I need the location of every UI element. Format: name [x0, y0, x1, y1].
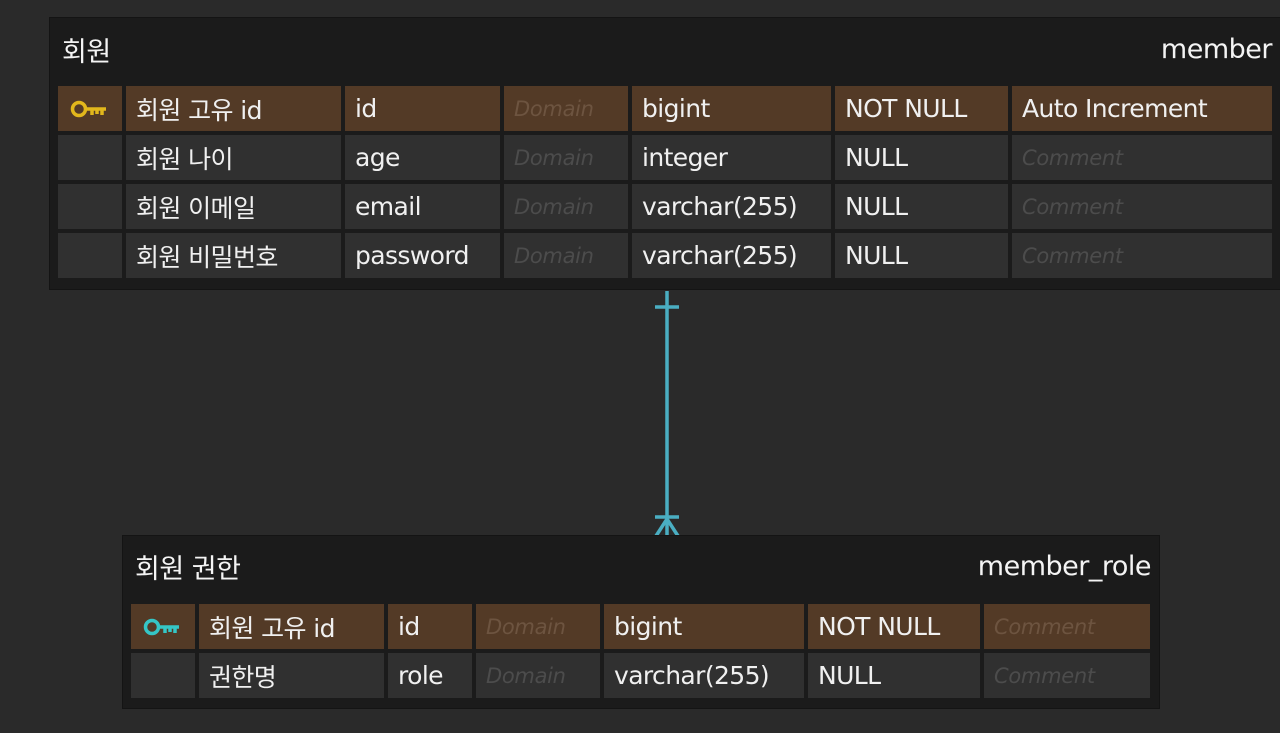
column-physical-name: email	[345, 184, 500, 229]
key-cell	[58, 135, 122, 180]
column-physical-name: role	[388, 653, 472, 698]
column-domain: Domain	[504, 233, 628, 278]
column-data-type: varchar(255)	[632, 233, 831, 278]
column-domain: Domain	[476, 653, 600, 698]
column-data-type: varchar(255)	[604, 653, 804, 698]
column-row[interactable]: 회원 고유 id id Domain bigint NOT NULL Comme…	[131, 604, 1153, 649]
column-domain: Domain	[504, 184, 628, 229]
column-logical-name: 회원 고유 id	[199, 604, 384, 649]
column-physical-name: id	[388, 604, 472, 649]
column-logical-name: 회원 나이	[126, 135, 341, 180]
key-cell	[58, 184, 122, 229]
table-physical-name: member_role	[977, 550, 1152, 582]
column-nullability: NOT NULL	[835, 86, 1008, 131]
column-row[interactable]: 권한명 role Domain varchar(255) NULL Commen…	[131, 653, 1153, 698]
column-domain: Domain	[504, 135, 628, 180]
column-nullability: NULL	[808, 653, 980, 698]
column-row[interactable]: 회원 나이 age Domain integer NULL Comment	[58, 135, 1274, 180]
column-logical-name: 권한명	[199, 653, 384, 698]
column-domain: Domain	[476, 604, 600, 649]
column-comment: Auto Increment	[1012, 86, 1272, 131]
key-icon	[143, 618, 179, 635]
column-data-type: bigint	[604, 604, 804, 649]
member-table[interactable]: 회원 member 회원 고유 id id Domain bigint NOT …	[50, 18, 1280, 289]
column-nullability: NOT NULL	[808, 604, 980, 649]
column-comment: Comment	[1012, 135, 1272, 180]
column-physical-name: id	[345, 86, 500, 131]
primary-key-cell	[58, 86, 122, 131]
column-data-type: integer	[632, 135, 831, 180]
key-cell	[58, 233, 122, 278]
column-row[interactable]: 회원 이메일 email Domain varchar(255) NULL Co…	[58, 184, 1274, 229]
member-role-table-header[interactable]: 회원 권한 member_role	[123, 536, 1159, 596]
column-comment: Comment	[1012, 184, 1272, 229]
column-comment: Comment	[1012, 233, 1272, 278]
key-cell	[131, 653, 195, 698]
column-logical-name: 회원 고유 id	[126, 86, 341, 131]
column-logical-name: 회원 비밀번호	[126, 233, 341, 278]
column-nullability: NULL	[835, 184, 1008, 229]
column-nullability: NULL	[835, 135, 1008, 180]
column-row[interactable]: 회원 고유 id id Domain bigint NOT NULL Auto …	[58, 86, 1274, 131]
column-logical-name: 회원 이메일	[126, 184, 341, 229]
member-table-header[interactable]: 회원 member	[50, 18, 1280, 80]
table-logical-name: 회원	[62, 36, 111, 68]
column-data-type: varchar(255)	[632, 184, 831, 229]
column-comment: Comment	[984, 604, 1150, 649]
primary-key-cell	[131, 604, 195, 649]
column-physical-name: age	[345, 135, 500, 180]
column-comment: Comment	[984, 653, 1150, 698]
column-row[interactable]: 회원 비밀번호 password Domain varchar(255) NUL…	[58, 233, 1274, 278]
key-icon	[70, 100, 106, 117]
table-logical-name: 회원 권한	[135, 553, 241, 585]
column-domain: Domain	[504, 86, 628, 131]
table-physical-name: member	[1160, 33, 1273, 65]
column-nullability: NULL	[835, 233, 1008, 278]
column-data-type: bigint	[632, 86, 831, 131]
member-role-table[interactable]: 회원 권한 member_role 회원 고유 id id Domain big…	[123, 536, 1159, 708]
column-physical-name: password	[345, 233, 500, 278]
